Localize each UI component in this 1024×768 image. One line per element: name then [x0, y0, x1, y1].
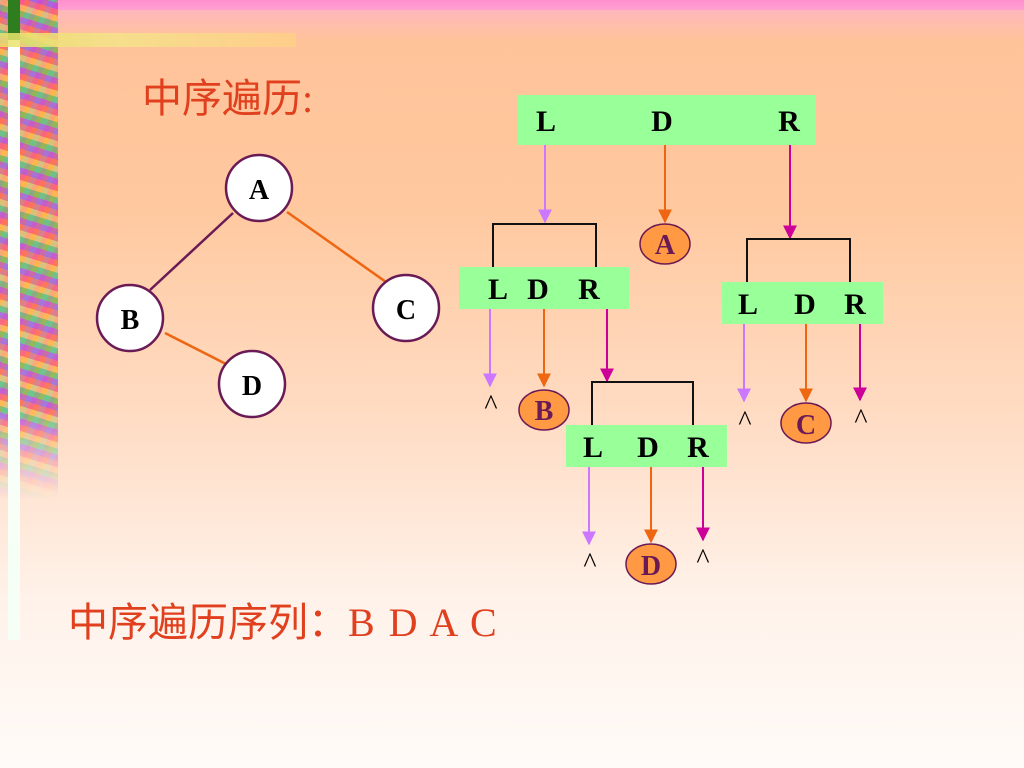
bracket-right — [746, 238, 851, 282]
ldr-right-l: L — [738, 288, 758, 321]
tree-node-b: B — [95, 283, 165, 353]
null-right-l: ^ — [738, 406, 751, 437]
tree-edge-a-c — [286, 210, 387, 284]
null-bottom-l: ^ — [583, 548, 596, 579]
tree-node-a: A — [224, 153, 294, 223]
visited-node-a: A — [639, 223, 691, 265]
ldr-left-d: D — [527, 273, 549, 306]
ldr-bottom-l: L — [583, 431, 603, 464]
visited-node-d-label: D — [641, 551, 661, 582]
ldr-root-d: D — [651, 105, 673, 138]
binary-tree: A B C D — [95, 153, 441, 419]
ldr-bottom-d: D — [637, 431, 659, 464]
ldr-box-root: L D R — [518, 95, 816, 145]
ldr-left-l: L — [488, 273, 508, 306]
visited-node-a-label: A — [655, 230, 676, 261]
ldr-box-bottom: L D R — [566, 425, 727, 467]
visited-node-b-label: B — [535, 396, 554, 427]
tree-edge-a-b — [149, 212, 234, 291]
null-bottom-r: ^ — [696, 544, 709, 575]
visited-node-d: D — [625, 543, 677, 585]
tree-node-b-label: B — [121, 305, 140, 336]
visited-node-c-label: C — [796, 410, 816, 441]
ldr-root-r: R — [778, 105, 800, 138]
ldr-box-right: L D R — [722, 282, 883, 324]
tree-node-d: D — [217, 349, 287, 419]
traversal-result: 中序遍历序列：B D A C — [68, 590, 499, 648]
tree-node-a-label: A — [249, 175, 270, 206]
tree-edge-b-d — [164, 331, 227, 366]
ldr-root-l: L — [536, 105, 556, 138]
visited-node-b: B — [518, 389, 570, 431]
bracket-left — [492, 223, 597, 267]
bracket-bottom — [591, 381, 694, 425]
top-decor-band — [0, 0, 1024, 10]
result-label: 中序遍历序列： — [68, 600, 348, 645]
top-yellow-stripe — [0, 33, 296, 47]
tree-node-c: C — [371, 273, 441, 343]
side-white-bar — [8, 40, 20, 640]
ldr-box-left: L D R — [459, 267, 629, 309]
null-right-r: ^ — [854, 404, 867, 435]
side-green-bar — [8, 0, 20, 40]
ldr-right-d: D — [794, 288, 816, 321]
ldr-bottom-r: R — [687, 431, 709, 464]
page-title: 中序遍历: — [142, 76, 314, 121]
ldr-right-r: R — [844, 288, 866, 321]
null-left-l: ^ — [484, 390, 497, 421]
ldr-left-r: R — [578, 273, 600, 306]
tree-node-d-label: D — [242, 371, 262, 402]
result-sequence: B D A C — [348, 600, 499, 645]
tree-node-c-label: C — [396, 295, 416, 326]
visited-node-c: C — [780, 402, 832, 444]
